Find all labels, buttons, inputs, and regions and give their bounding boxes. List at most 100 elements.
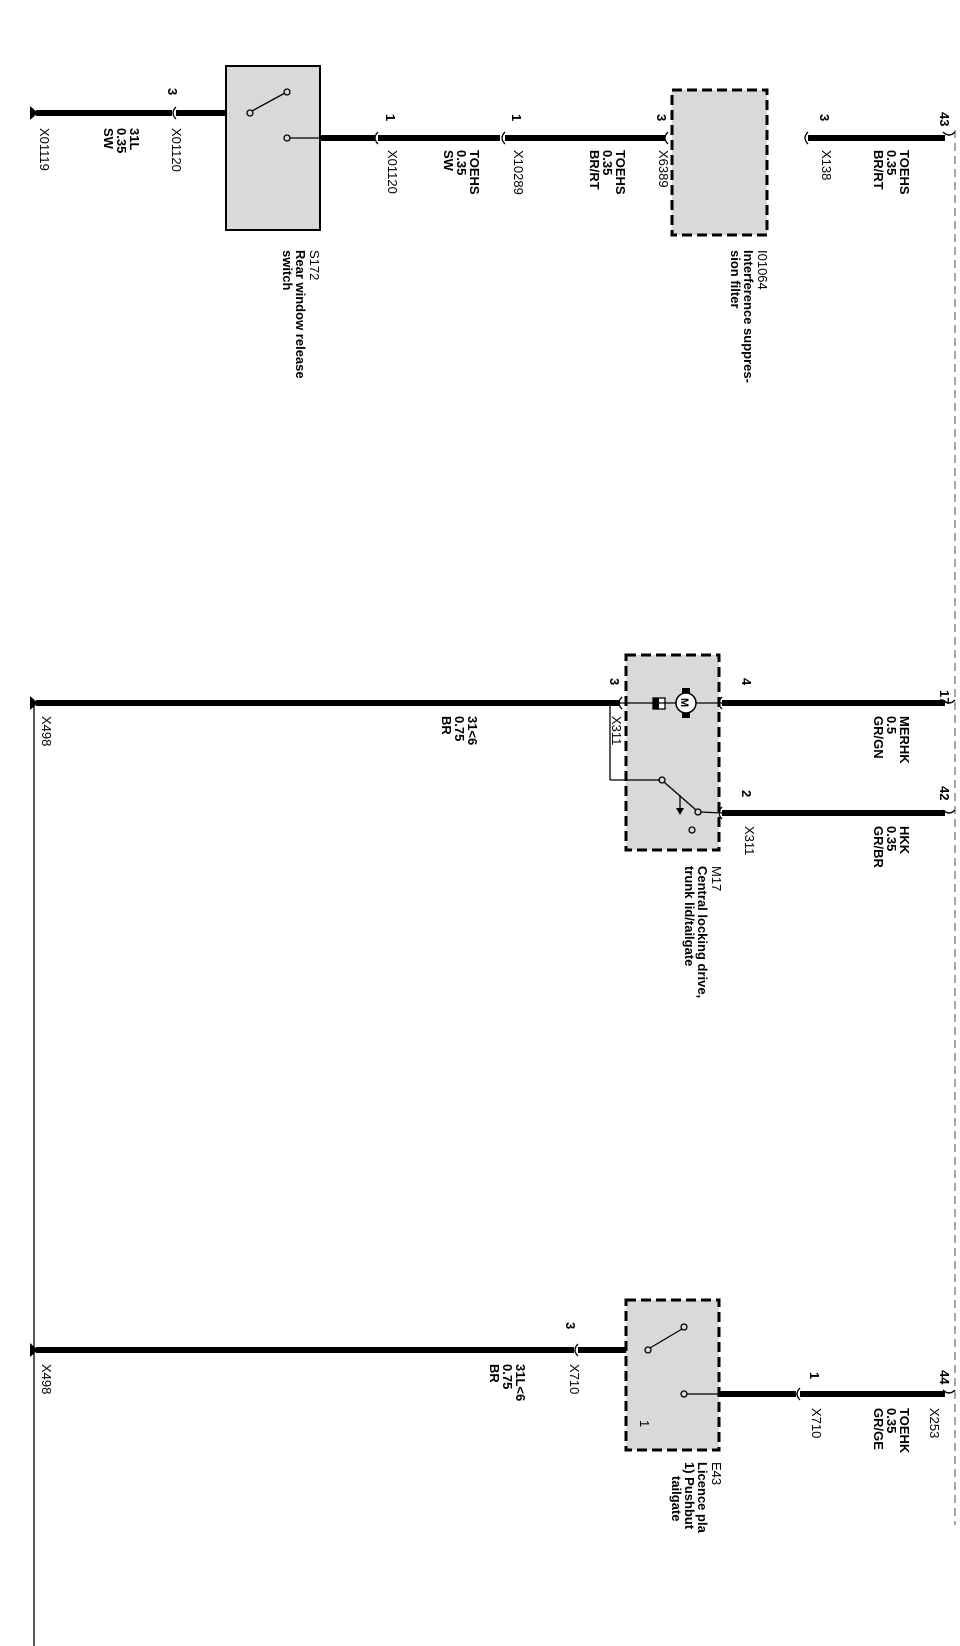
svg-text:0.75: 0.75 (500, 1364, 515, 1389)
svg-text:trunk lid/tailgate: trunk lid/tailgate (682, 866, 697, 966)
pin-4: 4 (739, 678, 754, 686)
interference-filter-box (670, 88, 769, 237)
connector-x6389-label: X6389 (656, 150, 671, 188)
wire-31-6-labels: 31<6 0.75 BR (439, 716, 480, 745)
pin-x710-3: 3 (563, 1322, 578, 1329)
ground-x01119-label: X01119 (37, 128, 52, 171)
wire-31l-labels: 31L 0.35 SW (101, 128, 142, 153)
switch2-arrow-icon (676, 808, 684, 815)
ground-x01119-symbol (30, 106, 38, 120)
svg-text:BR: BR (487, 1364, 502, 1383)
connector-x311-gnd-label: X311 (609, 716, 624, 745)
licence-plate-light-box (624, 1298, 721, 1452)
wire-31l-6-labels: 31L<6 0.75 BR (487, 1364, 528, 1401)
svg-text:TOEHS: TOEHS (897, 150, 912, 195)
svg-text:0.35: 0.35 (114, 128, 129, 153)
switch-lever (251, 92, 286, 112)
svg-text:M17: M17 (709, 866, 724, 891)
switch2-lead (700, 811, 723, 814)
svg-text:GR/BR: GR/BR (871, 826, 886, 869)
svg-text:0.35: 0.35 (884, 826, 899, 851)
svg-text:I01064: I01064 (755, 250, 770, 290)
rail-pin-43: 43 (937, 112, 952, 126)
svg-text:GR/GN: GR/GN (871, 716, 886, 759)
switch2-contact-common (658, 776, 666, 784)
ground-x498-label: X498 (39, 716, 54, 746)
connector-x138-label: X138 (819, 150, 834, 180)
svg-text:31L: 31L (127, 128, 142, 150)
wire-toehs-top-labels: TOEHS 0.35 BR/RT (871, 150, 912, 195)
rail-pin-44: 44 (937, 1370, 952, 1385)
connector-x01120-symbol (374, 131, 379, 145)
central-locking-drive-box (624, 653, 721, 852)
pin-x01120-1: 1 (383, 114, 398, 121)
svg-text:0.35: 0.35 (600, 150, 615, 175)
licence-plate-light-label: E43 Licence pla 1) Pushbut tailgate (669, 1462, 724, 1534)
svg-text:TOEHK: TOEHK (897, 1408, 912, 1454)
switch-contact-common (246, 109, 254, 117)
switch-contact-top (283, 88, 291, 96)
svg-text:HKK: HKK (897, 826, 912, 855)
interference-filter-label: I01064 Interference suppres- sion filter (728, 250, 770, 383)
wire-merhk-labels: MERHK 0.5 GR/GN (871, 716, 912, 764)
motor-symbol: M (678, 698, 690, 707)
connector-x138-symbol (804, 131, 809, 145)
svg-text:31L<6: 31L<6 (513, 1364, 528, 1401)
svg-text:1) Pushbut: 1) Pushbut (682, 1462, 697, 1530)
wire-toehs-sw-labels: TOEHS 0.35 SW (441, 150, 482, 195)
svg-text:Rear window release: Rear window release (293, 250, 308, 379)
pin-x01120-3: 3 (165, 88, 180, 95)
svg-text:tailgate: tailgate (669, 1476, 684, 1522)
connector-x01120-label: X01120 (385, 150, 400, 194)
svg-text:BR: BR (439, 716, 454, 735)
svg-text:0.75: 0.75 (452, 716, 467, 741)
rail-pin-42: 42 (937, 786, 952, 800)
connector-x10289-symbol (501, 131, 506, 145)
svg-text:0.35: 0.35 (884, 1408, 899, 1433)
svg-text:31<6: 31<6 (465, 716, 480, 745)
pin-2: 2 (739, 790, 754, 797)
svg-text:TOEHS: TOEHS (613, 150, 628, 195)
svg-text:Central locking drive,: Central locking drive, (695, 866, 710, 998)
pin-x6389: 3 (654, 114, 669, 121)
row2-circuit: 17 MERHK 0.5 GR/GN 4 42 HKK 0.35 GR/BR 2… (30, 653, 956, 998)
central-locking-drive-label: M17 Central locking drive, trunk lid/tai… (682, 866, 724, 998)
pin-x138: 3 (817, 114, 832, 121)
connector-x253-label: X253 (927, 1408, 942, 1438)
wire-hkk-labels: HKK 0.35 GR/BR (871, 826, 912, 869)
switch-label: S172 Rear window release switch (280, 250, 322, 379)
switch3-contact-common (644, 1346, 652, 1354)
pin-x311-3: 3 (607, 678, 622, 685)
row3-circuit: 44 X253 TOEHK 0.35 GR/GE 1 X710 1 E43 Li… (30, 1298, 956, 1534)
svg-text:0.5: 0.5 (884, 716, 899, 734)
svg-text:0.35: 0.35 (884, 150, 899, 175)
rear-window-release-switch-box (225, 65, 321, 231)
svg-text:Interference suppres-: Interference suppres- (741, 250, 756, 383)
connector-x01120-gnd-symbol (172, 106, 177, 120)
pin-x710-1: 1 (807, 1372, 822, 1379)
svg-text:switch: switch (280, 250, 295, 291)
svg-text:sion filter: sion filter (728, 250, 743, 309)
svg-text:0.35: 0.35 (454, 150, 469, 175)
connector-x710-gnd-symbol (574, 1343, 579, 1357)
pin-x10289: 1 (509, 114, 524, 121)
component-inner-label: 1 (637, 1420, 652, 1427)
rail-connector-44 (942, 1389, 956, 1394)
connector-x311-top-label: X311 (742, 826, 757, 855)
svg-text:SW: SW (101, 128, 116, 150)
svg-text:Licence pla: Licence pla (695, 1462, 710, 1534)
motor-terminal-a (682, 688, 690, 693)
svg-text:E43: E43 (709, 1462, 724, 1485)
connector-x01120-gnd-label: X01120 (169, 128, 184, 172)
svg-text:GR/GE: GR/GE (871, 1408, 886, 1450)
svg-text:BR/RT: BR/RT (587, 150, 602, 190)
svg-text:BR/RT: BR/RT (871, 150, 886, 190)
connector-x710-gnd-label: X710 (567, 1364, 582, 1394)
wire-toehs-mid-labels: TOEHS 0.35 BR/RT (587, 150, 628, 195)
switch3-lever (649, 1328, 683, 1349)
svg-text:S172: S172 (307, 250, 322, 280)
connector-x710-top-symbol (796, 1387, 801, 1401)
svg-text:TOEHS: TOEHS (467, 150, 482, 195)
connector-x6389-symbol (664, 131, 669, 145)
